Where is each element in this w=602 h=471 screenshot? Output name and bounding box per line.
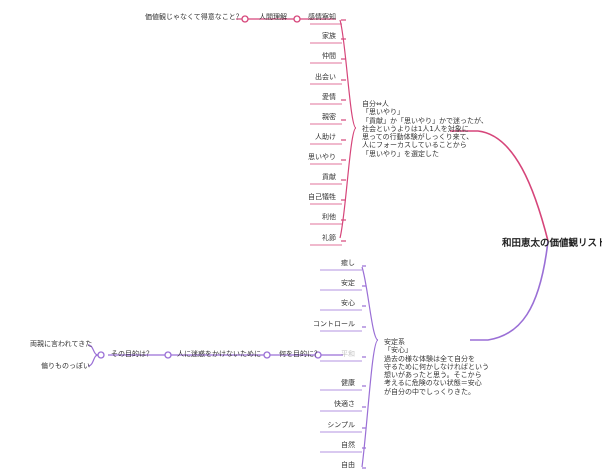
note-line: 自分⇔人 [362, 100, 389, 108]
top-item[interactable]: 仲間 [322, 52, 336, 60]
chain-not-bother-others[interactable]: 人に迷惑をかけないために [177, 350, 261, 358]
top-spine-upper [339, 19, 357, 129]
top-item[interactable]: 人助け [315, 133, 336, 141]
top-item[interactable]: 感情察知 [308, 13, 336, 21]
chain-that-purpose[interactable]: その目的は？ [111, 350, 153, 358]
root-topic[interactable]: 和田恵太の価値観リスト [502, 238, 602, 249]
note-line: 考えるに危険のない状態＝安心 [384, 379, 482, 388]
bottom-item[interactable]: 快適さ [334, 400, 355, 408]
root-to-bottom-branch [470, 240, 549, 341]
top-chain-dot-a[interactable] [293, 15, 301, 23]
top-item[interactable]: 礼節 [322, 234, 336, 242]
bottom-chain-dot-c[interactable] [164, 351, 172, 359]
note-line: 「思いやり」 [362, 108, 404, 117]
note-line: 想いがあったと思う。そこから [384, 371, 482, 380]
top-spine-lower [339, 127, 357, 239]
top-item[interactable]: 親密 [322, 113, 336, 121]
bottom-item[interactable]: 安心 [341, 299, 355, 307]
note-line: 「思いやり」を選定した [362, 149, 439, 158]
root-to-top-branch [450, 130, 549, 242]
bottom-chain-dot-d[interactable] [97, 351, 105, 359]
top-item[interactable]: 自己犠牲 [308, 193, 336, 201]
top-item[interactable]: 家族 [322, 32, 336, 40]
top-item[interactable]: 貢献 [322, 173, 336, 181]
leaf-biased[interactable]: 偏りものっぽい [41, 362, 90, 370]
top-item[interactable]: 愛情 [322, 93, 336, 101]
note-line: 過去の様な体験は全て自分を [384, 354, 475, 363]
note-line: 社会というよりは1人1人を対象に [362, 124, 469, 133]
bottom-branch-note[interactable]: 安定系「安心」過去の様な体験は全て自分を守るために何かしなければという想いがあっ… [384, 338, 489, 396]
top-branch-note[interactable]: 自分⇔人「思いやり」「貢献」か「思いやり」かで迷ったが、社会というよりは1人1人… [362, 100, 488, 158]
note-line: 安定系 [384, 338, 405, 346]
bottom-item[interactable]: 平和 [341, 350, 355, 358]
bottom-item[interactable]: 自由 [341, 461, 355, 469]
bottom-item[interactable]: 健康 [341, 379, 355, 387]
note-line: 「貢献」か「思いやり」かで迷ったが、 [362, 116, 488, 125]
note-line: が自分の中でしっくりきた。 [384, 387, 475, 396]
chain-values-question[interactable]: 価値観じゃなくて得意なこと？ [145, 13, 243, 21]
note-line: 思っての行動体験がしっくり来て、 [362, 133, 474, 142]
leaf-parents-told[interactable]: 両親に言われてきた [30, 340, 93, 348]
chain-for-what-purpose[interactable]: 何を目的に？ [279, 350, 321, 358]
bottom-item[interactable]: 癒し [341, 259, 355, 267]
chain-human-understanding[interactable]: 人間理解 [259, 13, 287, 21]
leaf-connector-b [87, 354, 99, 367]
note-line: 「安心」 [384, 346, 412, 355]
bottom-spine-upper [361, 266, 379, 341]
bottom-chain-dot-b[interactable] [263, 351, 271, 359]
bottom-spine-lower [361, 339, 379, 468]
bottom-item[interactable]: 自然 [341, 441, 355, 449]
bottom-item[interactable]: コントロール [313, 320, 355, 328]
bottom-item[interactable]: 安定 [341, 279, 355, 287]
top-item[interactable]: 思いやり [308, 153, 336, 161]
bottom-item[interactable]: シンプル [327, 421, 355, 429]
note-line: 守るために何かしなければという [384, 362, 489, 371]
top-item[interactable]: 出会い [315, 73, 336, 81]
note-line: 人にフォーカスしていることから [362, 141, 467, 150]
top-item[interactable]: 利他 [322, 213, 336, 221]
